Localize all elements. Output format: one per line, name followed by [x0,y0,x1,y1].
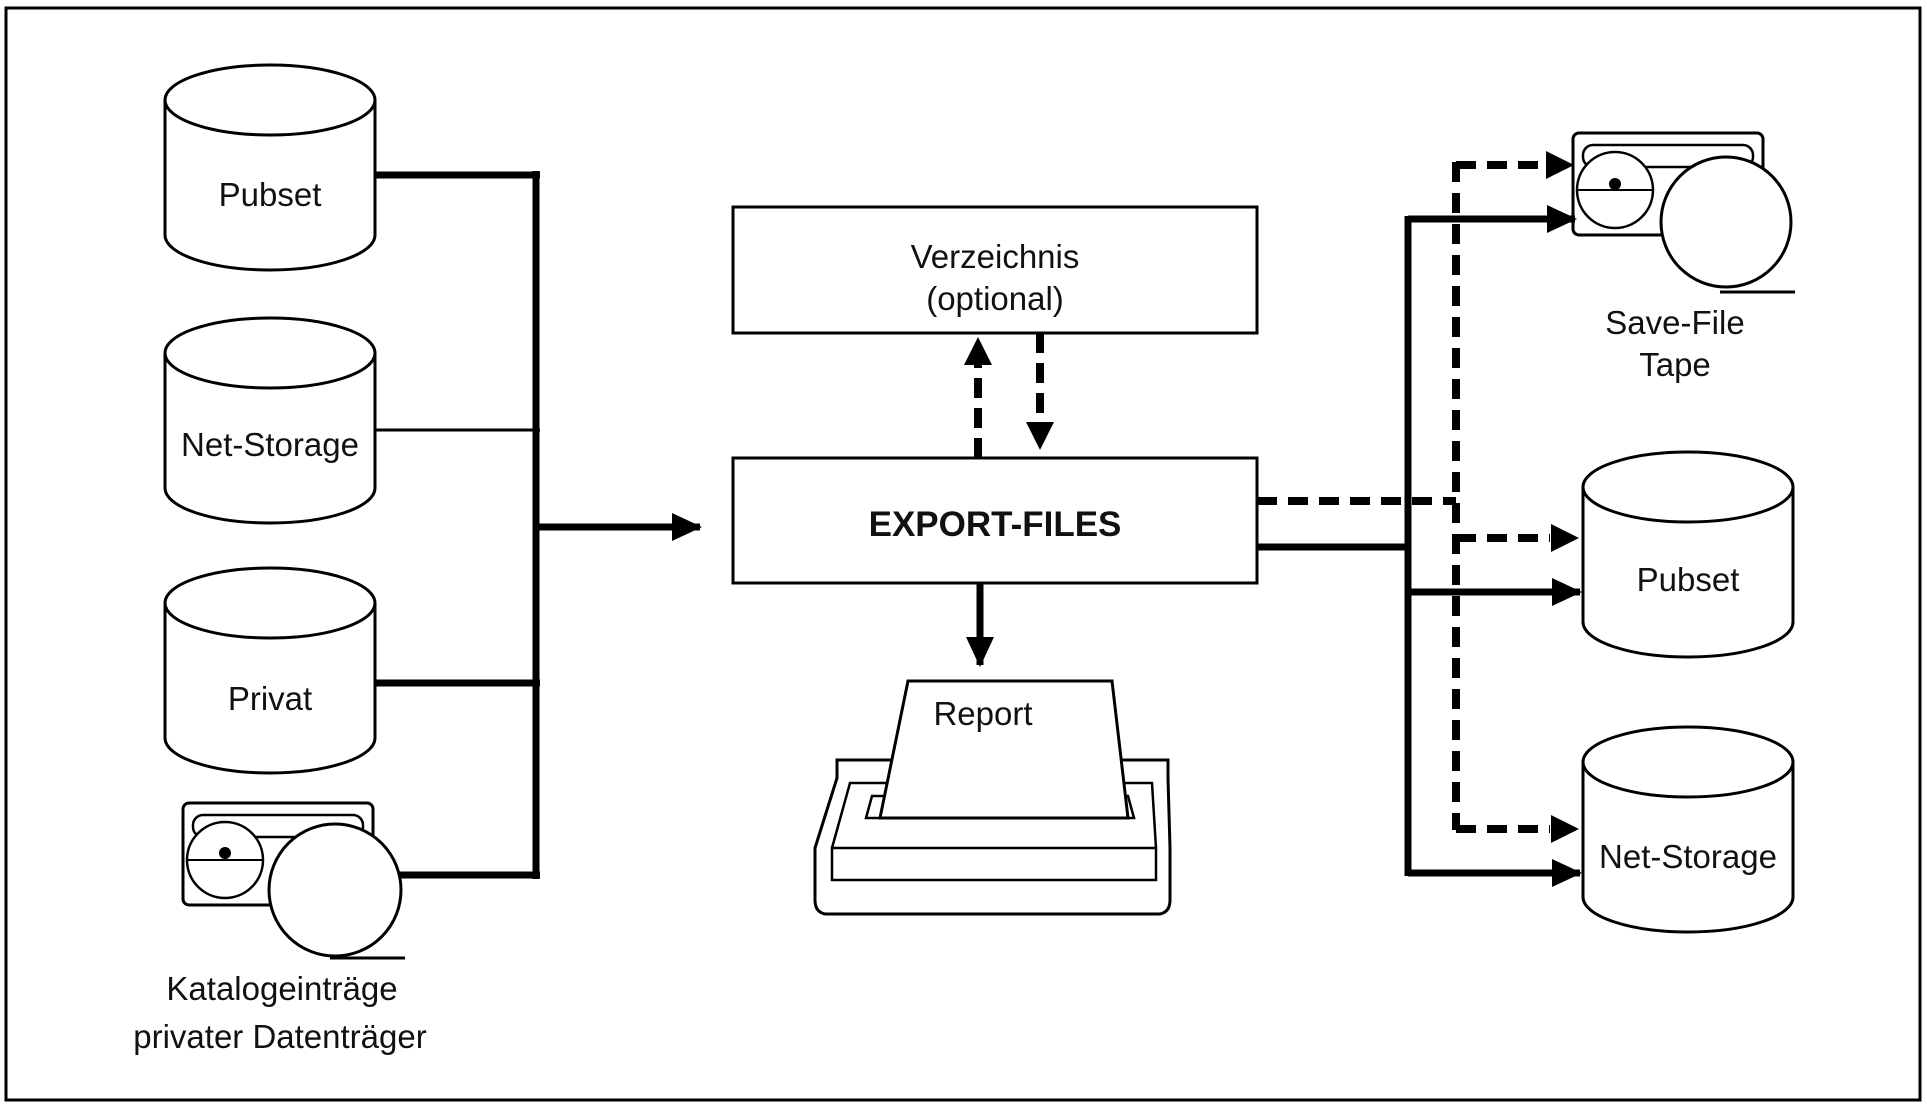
arrow-up-to-verzeichnis [964,337,992,365]
right-pubset-cylinder: Pubset [1581,450,1795,659]
left-tape-caption-line1: Katalogeinträge [166,970,397,1007]
printer-icon: Report [813,679,1172,916]
verzeichnis-label-line2: (optional) [926,280,1064,317]
right-pubset-label: Pubset [1637,561,1740,598]
right-net-storage-cylinder: Net-Storage [1581,725,1795,934]
report-label: Report [933,695,1032,732]
savefile-label-line1: Save-File [1605,304,1744,341]
right-solid-connectors [1257,205,1582,887]
left-privat-cylinder: Privat [163,566,377,775]
left-tape-drive-icon: Katalogeinträge privater Datenträger [133,801,427,1055]
left-pubset-label: Pubset [219,176,322,213]
right-savefile-tape-icon: Save-File Tape [1571,131,1795,383]
right-dashed-connectors [1257,161,1550,833]
left-privat-label: Privat [228,680,312,717]
arrow-down-to-export [1026,422,1054,450]
savefile-label-line2: Tape [1639,346,1711,383]
outer-frame [4,6,1922,1102]
verzeichnis-dashed-arrows [974,333,1044,458]
left-tape-caption-line2: privater Datenträger [133,1018,426,1055]
verzeichnis-box: Verzeichnis (optional) [731,205,1259,335]
left-pubset-cylinder: Pubset [163,63,377,272]
left-connectors [375,171,702,879]
left-net-storage-cylinder: Net-Storage [163,316,377,525]
export-files-label: EXPORT-FILES [869,505,1122,544]
dashed-arrowhead-pubset [1551,524,1579,552]
dashed-arrowhead-savefile [1546,151,1574,179]
report-paper [878,679,1130,820]
export-files-box: EXPORT-FILES [731,456,1259,585]
left-net-storage-label: Net-Storage [181,426,359,463]
verzeichnis-label-line1: Verzeichnis [911,238,1080,275]
right-net-storage-label: Net-Storage [1599,838,1777,875]
dashed-arrowhead-net-storage [1551,815,1579,843]
